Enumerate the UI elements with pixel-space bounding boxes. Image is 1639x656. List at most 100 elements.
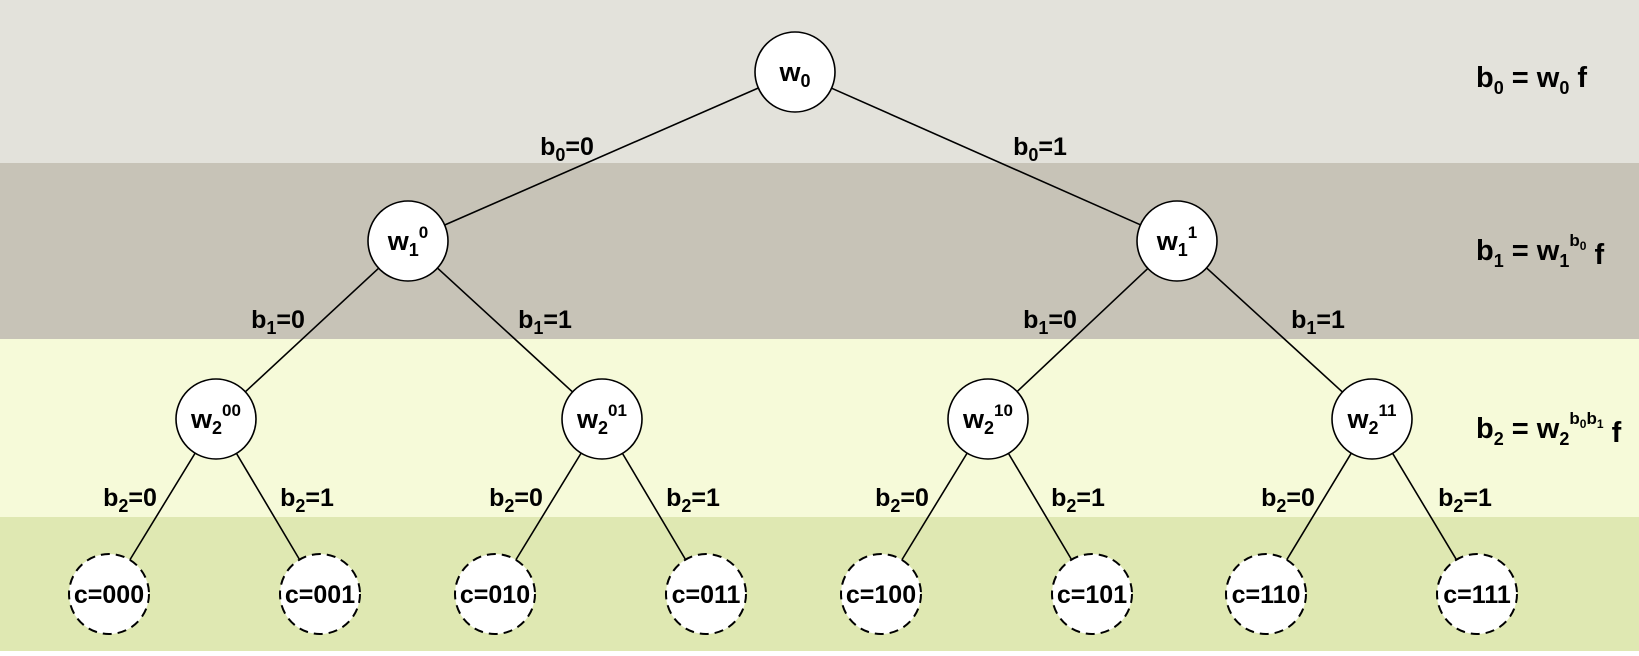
- formula-2-lhs: b: [1476, 413, 1494, 445]
- edge-label-b1-0-sub: 1: [266, 318, 276, 338]
- formula-2-w: = w: [1504, 413, 1560, 445]
- edge-l2-5: [1007, 452, 1073, 561]
- node-l1-0: w10: [367, 200, 449, 282]
- edge-label-b2-1-val: =1: [305, 484, 334, 512]
- edge-label-b2-3-sub: 2: [681, 496, 691, 516]
- node-l2-0-label: w200: [190, 401, 241, 438]
- edge-l1-1: [436, 267, 574, 393]
- node-l2-2-w: w: [962, 404, 985, 434]
- node-l1-0-label: w10: [387, 223, 429, 260]
- formula-0-lhs-sub: 0: [1494, 78, 1504, 98]
- edge-label-b2-3-val: =1: [691, 484, 720, 512]
- leaf-1: c=001: [279, 553, 361, 635]
- edge-label-b0-0-b: b: [540, 133, 555, 161]
- edge-l2-3: [621, 452, 687, 561]
- leaf-7-label: c=111: [1443, 581, 1511, 609]
- edge-root-1: [831, 87, 1141, 226]
- leaf-4-circle: [840, 553, 922, 635]
- leaf-5-circle: [1051, 553, 1133, 635]
- formula-2-sup-b-1: b: [1586, 409, 1596, 428]
- node-l2-2-sub: 2: [984, 418, 994, 438]
- node-l1-1: w11: [1136, 200, 1218, 282]
- edge-label-b2-6-b: b: [1261, 484, 1276, 512]
- edge-label-b2-5-b: b: [1051, 484, 1066, 512]
- edge-label-b2-1-sub: 2: [295, 496, 305, 516]
- formula-2-sup-s-0: 0: [1580, 417, 1587, 431]
- node-l1-0-w: w: [387, 226, 410, 256]
- leaf-0-label: c=000: [74, 581, 144, 609]
- node-root-label: w0: [778, 57, 810, 91]
- formula-1-w: = w: [1504, 235, 1560, 267]
- node-l2-0-circle: [175, 378, 257, 460]
- edge-label-b2-7-val: =1: [1463, 484, 1492, 512]
- node-l2-2-circle: [947, 378, 1029, 460]
- edge-label-b2-0-sub: 2: [118, 496, 128, 516]
- leaf-2-label: c=010: [460, 581, 530, 609]
- formula-1-sup-s-0: 0: [1580, 239, 1587, 253]
- edge-label-b2-1-b: b: [280, 484, 295, 512]
- node-l2-3-sup: 11: [1379, 401, 1397, 420]
- node-l2-1-label: w201: [576, 401, 627, 438]
- edge-l1-3: [1206, 267, 1343, 393]
- node-l1-0-circle: [367, 200, 449, 282]
- formula-2-lhs-sub: 2: [1494, 429, 1504, 449]
- node-l1-1-circle: [1136, 200, 1218, 282]
- edge-l2-1: [235, 452, 301, 561]
- edge-label-b2-3: b2=1: [666, 484, 720, 516]
- edge-l1-2: [1016, 267, 1149, 393]
- formula-1-lhs-sub: 1: [1494, 251, 1504, 271]
- edge-l2-7: [1391, 452, 1458, 561]
- formula-1-w-sub: 1: [1559, 251, 1569, 271]
- node-l2-3: w211: [1331, 378, 1413, 460]
- edge-label-b2-2-sub: 2: [504, 496, 514, 516]
- leaf-3-label: c=011: [672, 581, 741, 609]
- edge-label-b1-3: b1=1: [1291, 306, 1345, 338]
- edge-label-b0-0: b0=0: [540, 133, 594, 165]
- node-l2-3-circle: [1331, 378, 1413, 460]
- formula-1-sup-b-0: b: [1569, 231, 1579, 250]
- formula-0-w-sub: 0: [1559, 78, 1569, 98]
- edge-label-b2-3-b: b: [666, 484, 681, 512]
- edge-label-b2-0-val: =0: [128, 484, 157, 512]
- node-l1-1-w: w: [1156, 226, 1179, 256]
- leaf-0-circle: [68, 553, 150, 635]
- edge-label-b2-6-sub: 2: [1276, 496, 1286, 516]
- formula-2-sup-b-0: b: [1569, 409, 1579, 428]
- edge-label-b2-2-val: =0: [514, 484, 543, 512]
- leaf-6-circle: [1225, 553, 1307, 635]
- formula-2: b2 = w2b0b1 f: [1476, 409, 1622, 449]
- formula-0-w: = w: [1504, 62, 1560, 94]
- edge-label-b2-4: b2=0: [875, 484, 929, 516]
- edge-l2-0: [129, 452, 196, 561]
- edge-l2-6: [1286, 452, 1352, 561]
- node-l2-3-label: w211: [1346, 401, 1396, 438]
- leaf-2: c=010: [454, 553, 536, 635]
- node-root-sub: 0: [801, 71, 811, 91]
- leaf-7-circle: [1436, 553, 1518, 635]
- edge-label-b1-2: b1=0: [1023, 306, 1077, 338]
- edge-label-b2-5-val: =1: [1076, 484, 1105, 512]
- edge-label-b0-0-val: =0: [565, 133, 594, 161]
- edge-label-b2-7: b2=1: [1438, 484, 1492, 516]
- edge-label-b1-0-b: b: [251, 306, 266, 334]
- node-l1-0-sup: 0: [419, 223, 428, 242]
- formula-1-tail: f: [1586, 239, 1604, 271]
- edge-label-b1-2-b: b: [1023, 306, 1038, 334]
- node-root-circle: [754, 31, 836, 113]
- edge-root-0: [444, 87, 759, 226]
- node-l1-0-sub: 1: [409, 240, 419, 260]
- edge-label-b2-6: b2=0: [1261, 484, 1315, 516]
- edge-label-b1-1-sub: 1: [533, 318, 543, 338]
- node-l2-1-sup: 01: [608, 401, 627, 420]
- leaf-5: c=101: [1051, 553, 1133, 635]
- edge-l2-2: [515, 452, 582, 561]
- leaf-6-label: c=110: [1232, 581, 1301, 609]
- edge-label-b2-1: b2=1: [280, 484, 334, 516]
- formula-0-tail: f: [1569, 62, 1587, 94]
- formula-0-lhs: b: [1476, 62, 1494, 94]
- edge-label-b1-3-b: b: [1291, 306, 1306, 334]
- node-root: w0: [754, 31, 836, 113]
- node-root-w: w: [778, 57, 801, 87]
